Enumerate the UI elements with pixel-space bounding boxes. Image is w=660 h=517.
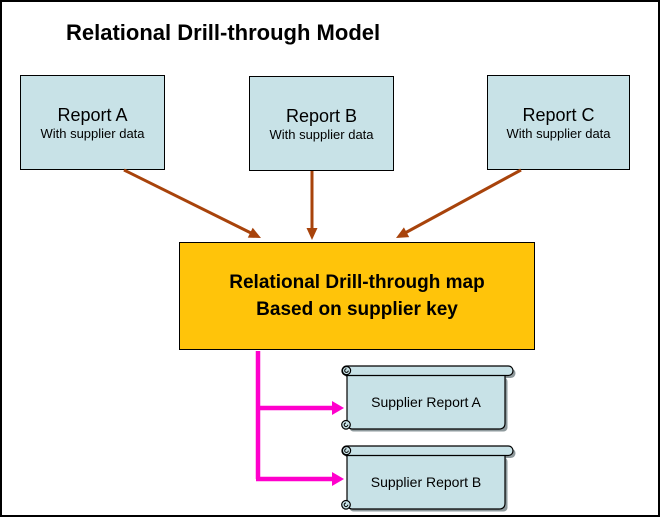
report-c-node: Report C With supplier data [487, 75, 630, 170]
arrow-report-a-to-map [123, 168, 261, 238]
report-b-subtitle: With supplier data [269, 126, 374, 142]
report-a-name: Report A [57, 104, 128, 125]
map-box-line1: Relational Drill-through map [229, 272, 485, 293]
report-a-subtitle: With supplier data [40, 125, 145, 141]
report-b-name: Report B [285, 105, 358, 126]
supplier-report-a-label: Supplier Report A [371, 394, 481, 410]
drill-through-map-node: Relational Drill-through map Based on su… [179, 242, 535, 350]
connector-map-to-supplier-reports [255, 351, 344, 486]
report-a-node: Report A With supplier data [20, 75, 165, 170]
arrow-report-c-to-map [396, 168, 522, 238]
report-b-node: Report B With supplier data [249, 76, 394, 171]
supplier-report-b-label: Supplier Report B [370, 474, 482, 490]
report-c-name: Report C [522, 104, 595, 125]
arrowhead-supplier-b [332, 472, 344, 486]
report-c-subtitle: With supplier data [506, 125, 611, 141]
arrowhead-supplier-a [332, 401, 344, 415]
arrow-report-b-to-map [306, 171, 318, 240]
diagram-title: Relational Drill-through Model [66, 20, 381, 45]
map-box-line2: Based on supplier key [256, 299, 458, 320]
